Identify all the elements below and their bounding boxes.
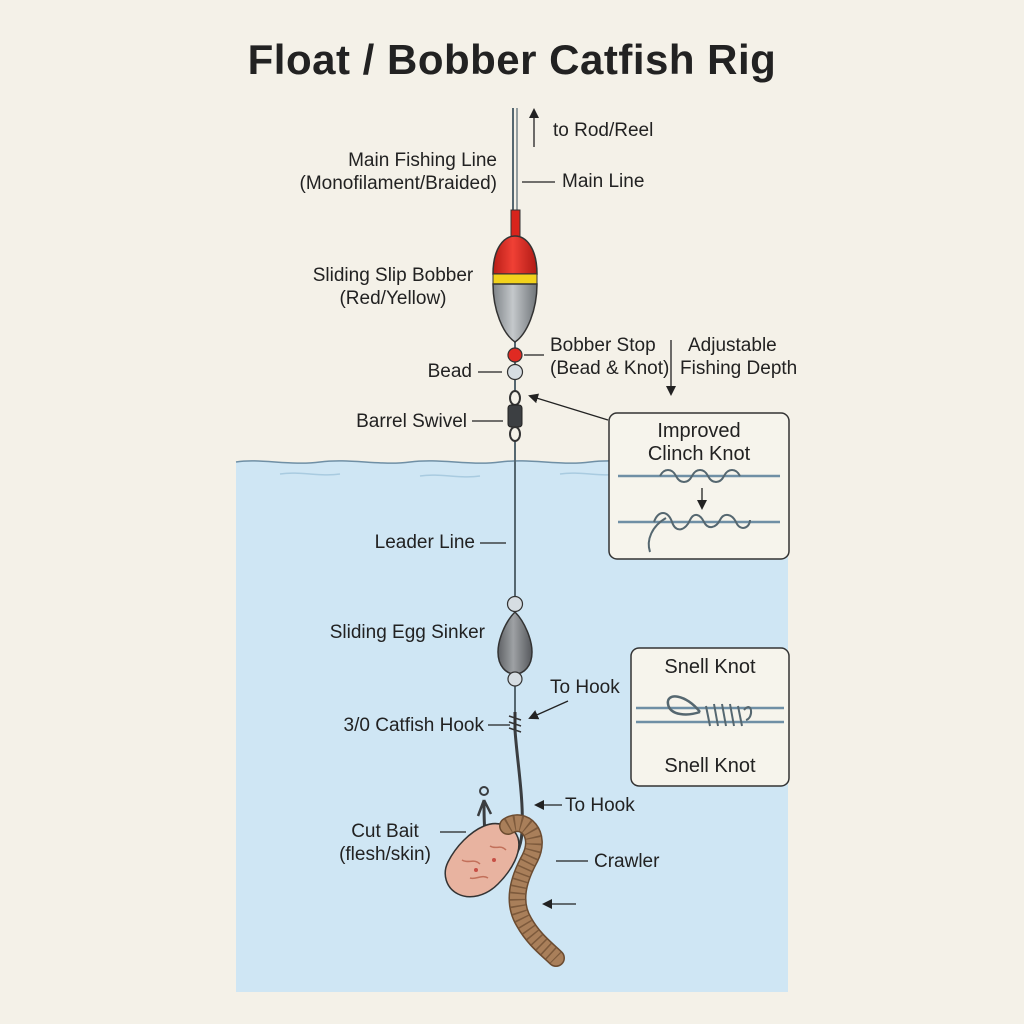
lower-sinker-bead [507, 671, 523, 687]
slip-bobber [492, 209, 538, 343]
clinch-knot-title-line2: Clinch Knot [647, 443, 751, 465]
cut-bait-label: Cut Bait (flesh/skin) [332, 820, 438, 866]
label-leaders [440, 108, 676, 909]
crawler-worm [499, 814, 565, 967]
cut-bait [444, 822, 520, 898]
barrel-swivel [507, 390, 523, 442]
clinch-knot-inset [608, 412, 790, 560]
slip-bobber-label: Sliding Slip Bobber (Red/Yellow) [300, 264, 486, 310]
bobber-stop-detail: (Bead & Knot) [550, 358, 670, 379]
slip-bobber-detail: (Red/Yellow) [339, 288, 447, 309]
main-line-label: Main Line [562, 171, 645, 192]
cut-bait-detail: (flesh/skin) [339, 844, 431, 865]
catfish-hook-label: 3/0 Catfish Hook [343, 715, 484, 736]
to-rod-label: to Rod/Reel [553, 120, 654, 141]
upper-sinker-bead [506, 595, 524, 613]
adjustable-depth-title: Adjustable [688, 335, 777, 356]
to-hook-label-lower: To Hook [565, 795, 635, 816]
cut-bait-title: Cut Bait [351, 821, 419, 842]
snell-knot-title-top: Snell Knot [664, 656, 756, 678]
adjustable-depth-detail: Fishing Depth [680, 358, 798, 379]
page-title: Float / Bobber Catfish Rig [247, 36, 777, 83]
to-hook-label-upper: To Hook [550, 677, 620, 698]
bobber-stop-bead [507, 347, 523, 363]
bead-label: Bead [427, 361, 472, 382]
snell-knot-title-bottom: Snell Knot [664, 755, 756, 777]
crawler-label: Crawler [594, 851, 660, 872]
snell-knot-inset [630, 647, 790, 787]
bobber-stop-label: Bobber Stop (Bead & Knot) [550, 334, 669, 380]
bobber-stop-title: Bobber Stop [550, 335, 656, 356]
leader-line-label: Leader Line [374, 532, 475, 553]
main-fishing-line-detail: (Monofilament/Braided) [299, 173, 497, 194]
barrel-swivel-label: Barrel Swivel [356, 411, 467, 432]
clinch-knot-title: Improved Clinch Knot [609, 420, 789, 466]
adjustable-depth-label: Adjustable Fishing Depth [680, 334, 797, 380]
main-fishing-line-title: Main Fishing Line [348, 150, 497, 171]
clinch-knot-title-line1: Improved [657, 420, 741, 442]
bead [506, 363, 524, 381]
main-fishing-line-label: Main Fishing Line (Monofilament/Braided) [240, 149, 497, 195]
egg-sinker-label: Sliding Egg Sinker [329, 622, 485, 643]
slip-bobber-title: Sliding Slip Bobber [312, 265, 474, 286]
